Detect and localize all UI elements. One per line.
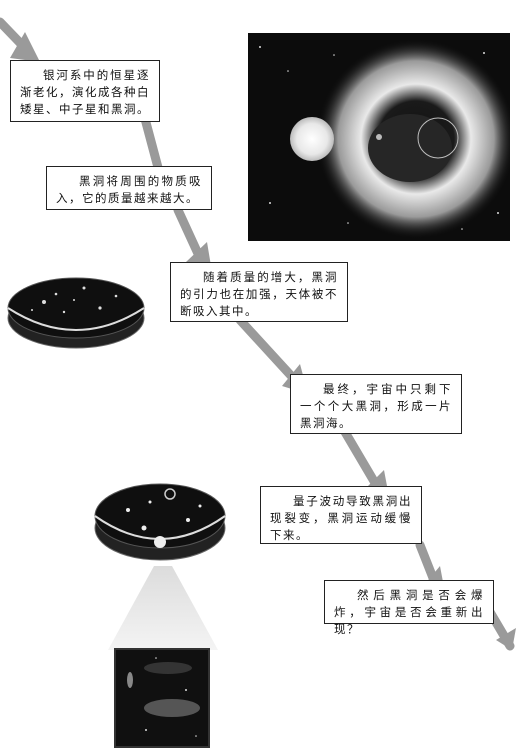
caption-mass-growth: 黑洞将周围的物质吸入，它的质量越来越大。 [46,166,212,210]
caption-quantum-fluctuation: 量子波动导致黑洞出现裂变，黑洞运动缓慢下来。 [260,486,422,544]
caption-black-hole-sea: 最终，宇宙中只剩下一个个大黑洞，形成一片黑洞海。 [290,374,462,434]
black-hole-sea-disc-image [92,476,232,566]
caption-universe-reappear: 然后黑洞是否会爆炸，宇宙是否会重新出现？ [324,580,494,636]
new-universe-image [114,648,210,748]
caption-gravity-increase: 随着质量的增大，黑洞的引力也在加强，天体被不断吸入其中。 [170,262,348,322]
projection-beam-image [108,566,218,650]
galaxy-starfield-image [248,33,510,241]
caption-stellar-evolution: 银河系中的恒星逐渐老化，演化成各种白矮星、中子星和黑洞。 [10,60,160,122]
black-hole-disc-image [4,272,149,352]
